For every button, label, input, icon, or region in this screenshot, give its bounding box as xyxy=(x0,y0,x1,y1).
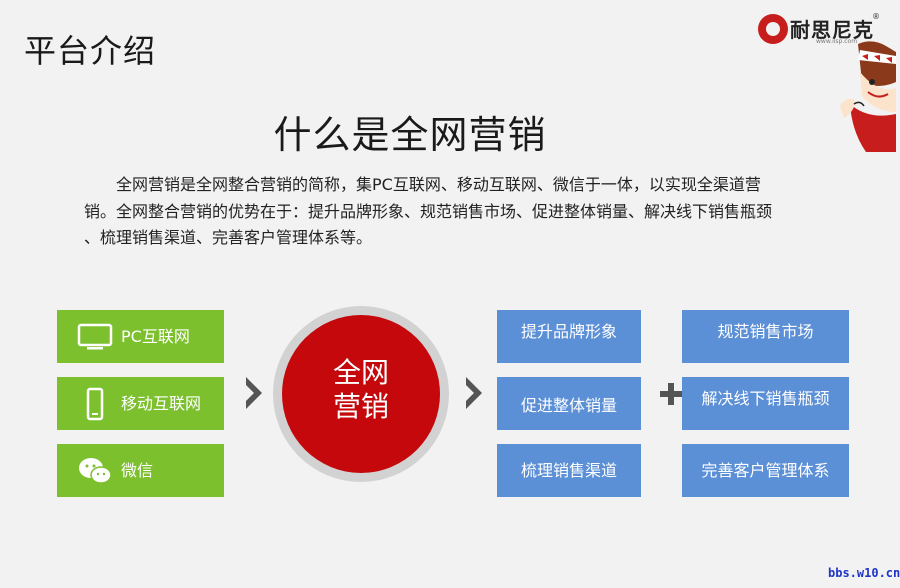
benefit-sales-channels: 梳理销售渠道 xyxy=(497,444,641,497)
monitor-icon xyxy=(77,323,113,350)
chevron-right-icon xyxy=(246,377,262,409)
logo-registered-mark: ® xyxy=(872,12,880,21)
source-mobile-internet: 移动互联网 xyxy=(57,377,224,430)
benefit-brand-image: 提升品牌形象 xyxy=(497,310,641,363)
source-wechat: 微信 xyxy=(57,444,224,497)
logo-url: www.iisp.com xyxy=(816,38,858,45)
chevron-right-icon xyxy=(466,377,482,409)
mascot-illustration xyxy=(840,41,896,152)
source-label: 移动互联网 xyxy=(121,394,202,413)
source-pc-internet: PC互联网 xyxy=(57,310,224,363)
watermark-text: bbs.w10.cn xyxy=(828,566,900,580)
center-circle-label: 全网 营销 xyxy=(282,356,440,424)
benefit-customer-management: 完善客户管理体系 xyxy=(682,444,849,497)
plus-icon xyxy=(660,383,682,405)
source-label: PC互联网 xyxy=(121,327,190,346)
page-title: 平台介绍 xyxy=(24,32,157,70)
smartphone-icon xyxy=(86,387,104,421)
logo-e-icon xyxy=(758,14,788,44)
center-label-line1: 全网 xyxy=(332,356,389,389)
main-heading: 什么是全网营销 xyxy=(273,113,547,157)
benefit-overall-sales: 促进整体销量 xyxy=(497,377,641,430)
wechat-icon xyxy=(79,458,112,484)
benefit-offline-bottleneck: 解决线下销售瓶颈 xyxy=(682,377,849,430)
logo-text: 耐思尼克 xyxy=(790,18,874,42)
center-circle xyxy=(282,315,440,473)
source-label: 微信 xyxy=(121,461,154,480)
center-label-line2: 营销 xyxy=(332,390,389,423)
benefit-sales-market: 规范销售市场 xyxy=(682,310,849,363)
brand-logo: 耐思尼克 ® www.iisp.com xyxy=(758,12,888,46)
intro-paragraph: 全网营销是全网整合营销的简称，集PC互联网、移动互联网、微信于一体，以实现全渠道… xyxy=(84,175,773,247)
